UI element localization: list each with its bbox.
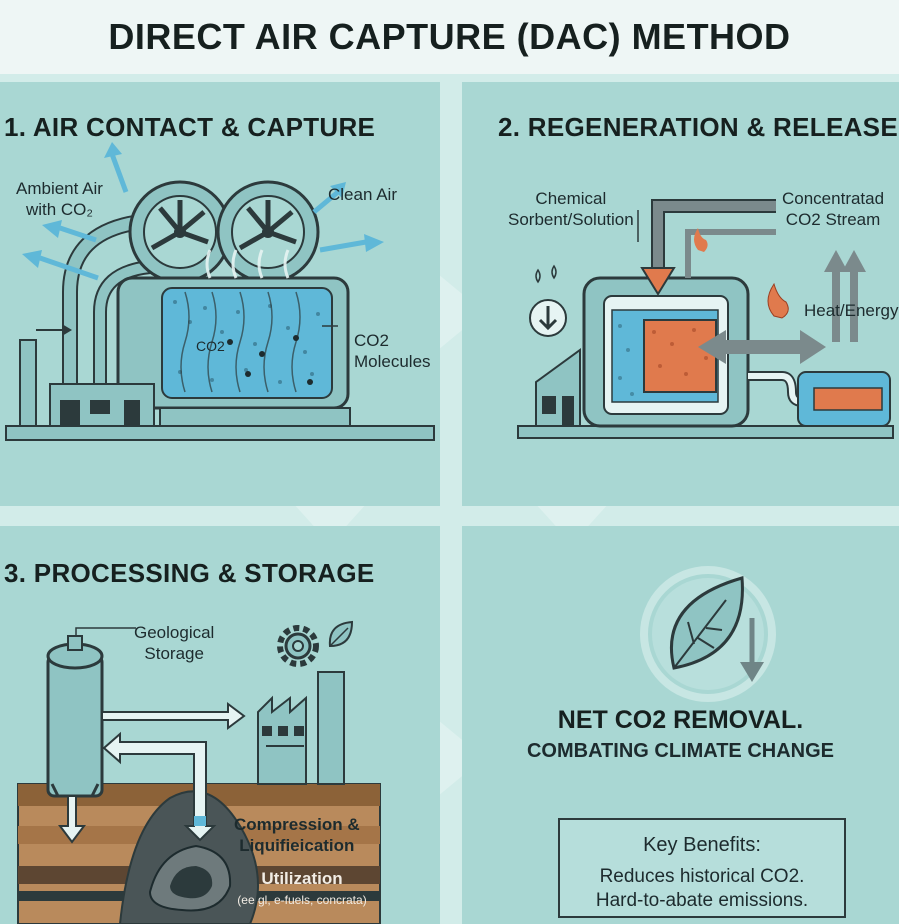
gear-icon — [277, 625, 319, 667]
panel3-heading: 3. PROCESSING & STORAGE — [4, 558, 375, 588]
flow-arrow-right-top — [398, 274, 484, 350]
processing-storage-illustration — [17, 620, 381, 924]
label-compression: Compression &Liquifieication — [234, 815, 360, 855]
flame-icon — [767, 282, 789, 319]
flow-arrow-right-bottom — [398, 720, 484, 796]
fan-left-icon — [128, 180, 232, 284]
air-capture-illustration — [5, 142, 435, 441]
label-utilization-examples: (ee gl, e-fuels, concrata) — [237, 893, 367, 907]
label-clean-air: Clean Air — [328, 185, 397, 204]
regeneration-illustration — [517, 199, 894, 439]
valve-icon — [529, 264, 567, 337]
panel1-heading: 1. AIR CONTACT & CAPTURE — [4, 112, 376, 142]
net-removal-illustration — [640, 566, 776, 702]
flow-arrow-down-right — [534, 468, 610, 544]
label-utilization: Utilization — [261, 869, 343, 888]
benefit-item: Hard-to-abate emissions. — [595, 890, 809, 911]
leaf-icon — [328, 620, 354, 648]
key-benefits-heading: Key Benefits: — [643, 834, 761, 856]
net-removal-subtitle: COMBATING CLIMATE CHANGE — [526, 740, 834, 762]
net-removal-title: NET CO2 REMOVAL. — [557, 706, 804, 734]
label-co2-tag: CO2 — [196, 338, 225, 354]
panel2-heading: 2. REGENERATION & RELEASE — [498, 112, 898, 142]
label-heat-energy: Heat/Energy — [804, 301, 899, 320]
flame-icon — [694, 228, 708, 252]
flow-arrow-down-left — [292, 468, 368, 544]
page-title: DIRECT AIR CAPTURE (DAC) METHOD — [0, 0, 899, 74]
panel-net-removal: NET CO2 REMOVAL. COMBATING CLIMATE CHANG… — [462, 526, 899, 924]
benefit-item: Reduces historical CO2. — [599, 866, 805, 887]
key-benefits-box: Key Benefits: Reduces historical CO2. Ha… — [558, 818, 846, 918]
leaf-down-arrow-icon — [640, 566, 776, 702]
